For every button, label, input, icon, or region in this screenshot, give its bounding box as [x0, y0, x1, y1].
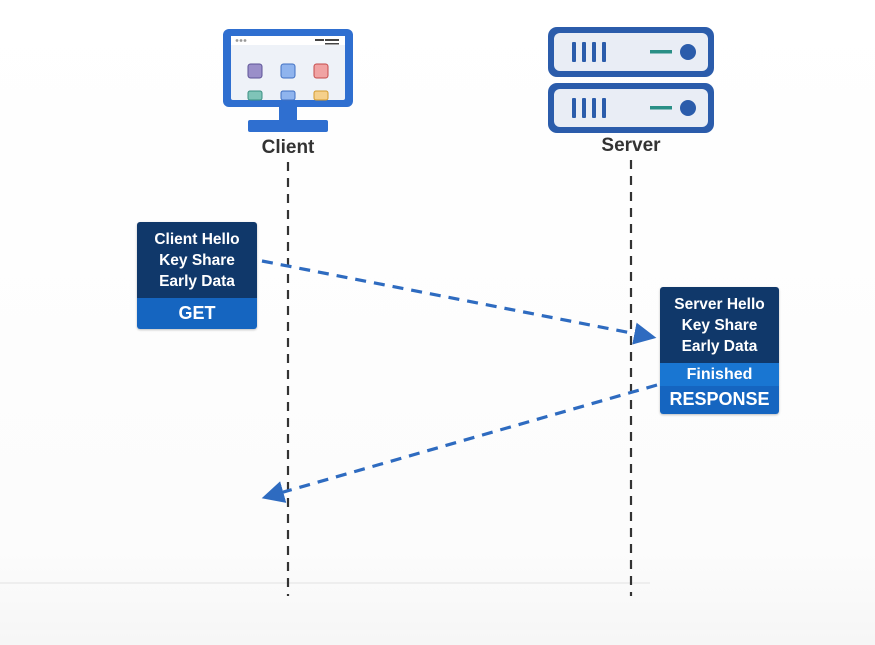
server-message-lines: Server Hello Key Share Early Data: [660, 287, 779, 363]
client-message-lines: Client Hello Key Share Early Data: [137, 222, 257, 298]
server-response-label: RESPONSE: [660, 386, 779, 414]
client-key-share-line: Key Share: [159, 252, 235, 269]
client-hello-line: Client Hello: [154, 231, 240, 248]
server-key-share-line: Key Share: [681, 317, 758, 334]
server-early-data-line: Early Data: [681, 338, 758, 355]
server-label: Server: [601, 135, 661, 156]
desktop-monitor-icon: [223, 29, 353, 132]
client-early-data-line: Early Data: [159, 273, 235, 290]
server-hello-line: Server Hello: [674, 296, 765, 313]
client-label: Client: [261, 137, 315, 158]
client-to-server-arrow: [261, 259, 657, 345]
server-to-client-arrow: [261, 383, 658, 503]
baseline-divider: [0, 582, 650, 584]
server-rack-icon: [548, 27, 714, 133]
server-finished-label: Finished: [660, 363, 779, 386]
client-get-label: GET: [137, 298, 257, 329]
client-message-box: Client Hello Key Share Early Data GET: [137, 222, 257, 329]
server-message-box: Server Hello Key Share Early Data Finish…: [660, 287, 779, 414]
